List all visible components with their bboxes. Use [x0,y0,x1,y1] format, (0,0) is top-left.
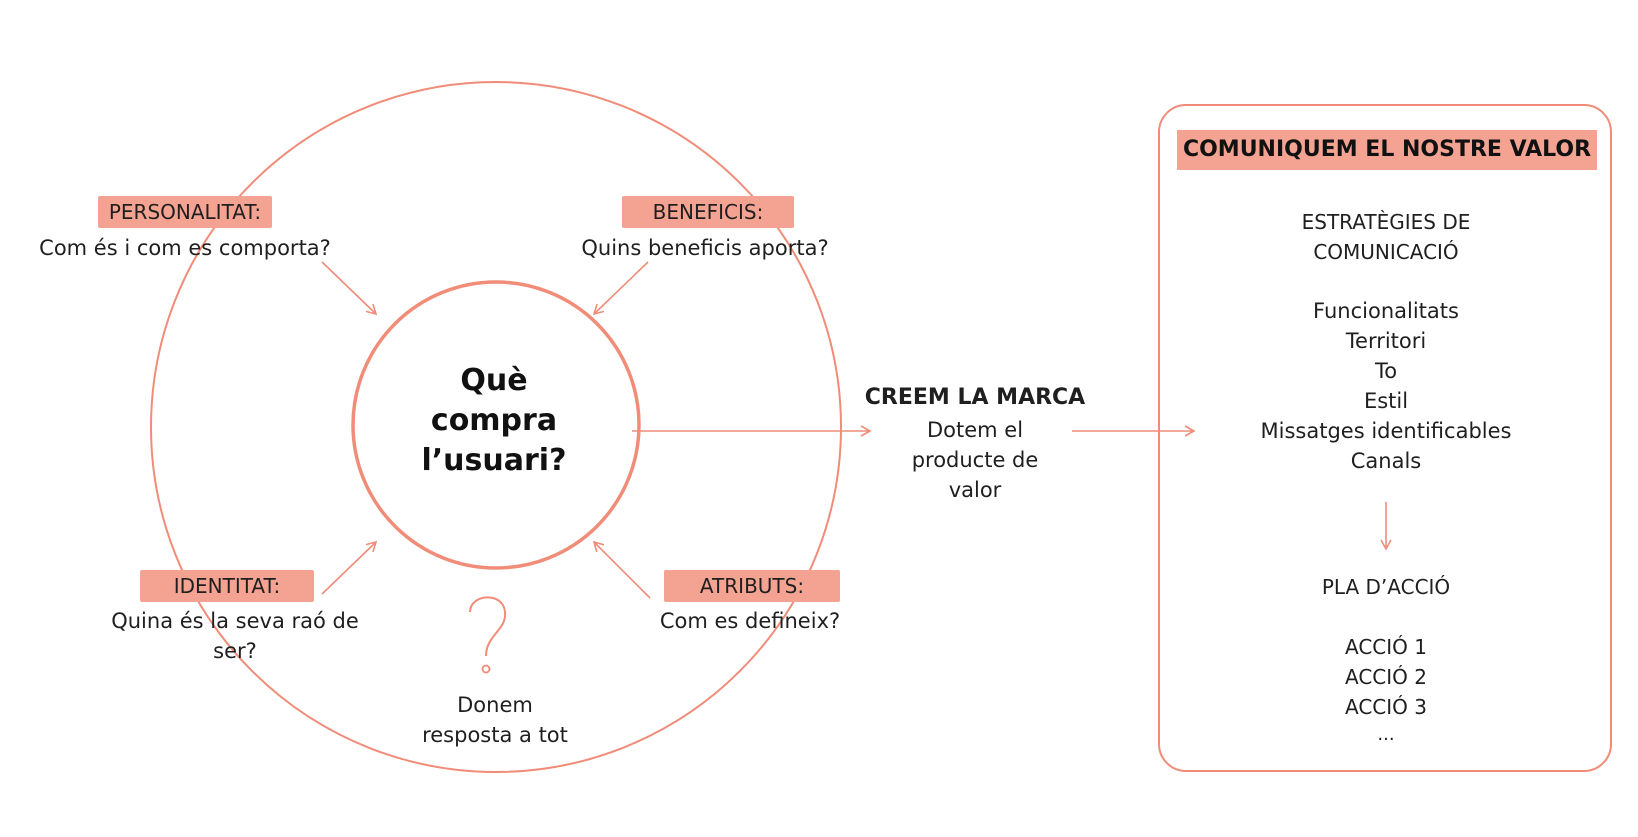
arrow-identitat [321,540,378,595]
center-question: Què compra l’usuari? [421,363,567,478]
donem-line1: Donem [457,693,533,717]
box-title: COMUNIQUEM EL NOSTRE VALOR [1177,130,1597,170]
plan-title: PLA D’ACCIÓ [1321,575,1451,599]
tag-atributs: ATRIBUTS: [664,570,840,602]
box-item: Missatges identificables [1260,419,1512,443]
personalitat-text: Com és i com es comporta? [39,236,331,260]
outer-circle [150,81,842,773]
middle-title: CREEM LA MARCA [864,385,1086,410]
strategies-line1: ESTRATÈGIES DE [1301,210,1471,234]
identitat-text-line2: ser? [213,639,257,663]
strategies-line2: COMUNICACIÓ [1313,240,1459,264]
box-item: Canals [1350,449,1422,473]
box-item: Territori [1345,329,1427,353]
middle-line2: producte de [911,448,1039,472]
action-item: ACCIÓ 2 [1345,665,1427,689]
question-mark-icon [469,596,507,674]
arrow-beneficis [592,261,649,316]
box-item: Estil [1363,389,1409,413]
inner-circle [351,280,641,570]
box-item: To [1374,359,1398,383]
action-item: ACCIÓ 1 [1345,635,1427,659]
right-box [1158,104,1612,772]
middle-line1: Dotem el [926,418,1024,442]
action-item: ... [1377,724,1395,745]
arrow-personalitat [321,261,378,316]
arrow-atributs [592,540,651,599]
tag-identitat: IDENTITAT: [140,570,314,602]
middle-line3: valor [948,478,1002,502]
donem-line2: resposta a tot [422,723,568,747]
tag-beneficis: BENEFICIS: [622,196,794,228]
identitat-text-line1: Quina és la seva raó de [111,609,359,633]
action-item: ACCIÓ 3 [1345,695,1427,719]
box-item: Funcionalitats [1313,299,1459,323]
atributs-text: Com es defineix? [659,609,841,633]
tag-personalitat: PERSONALITAT: [98,196,272,228]
beneficis-text: Quins beneficis aporta? [581,236,829,260]
